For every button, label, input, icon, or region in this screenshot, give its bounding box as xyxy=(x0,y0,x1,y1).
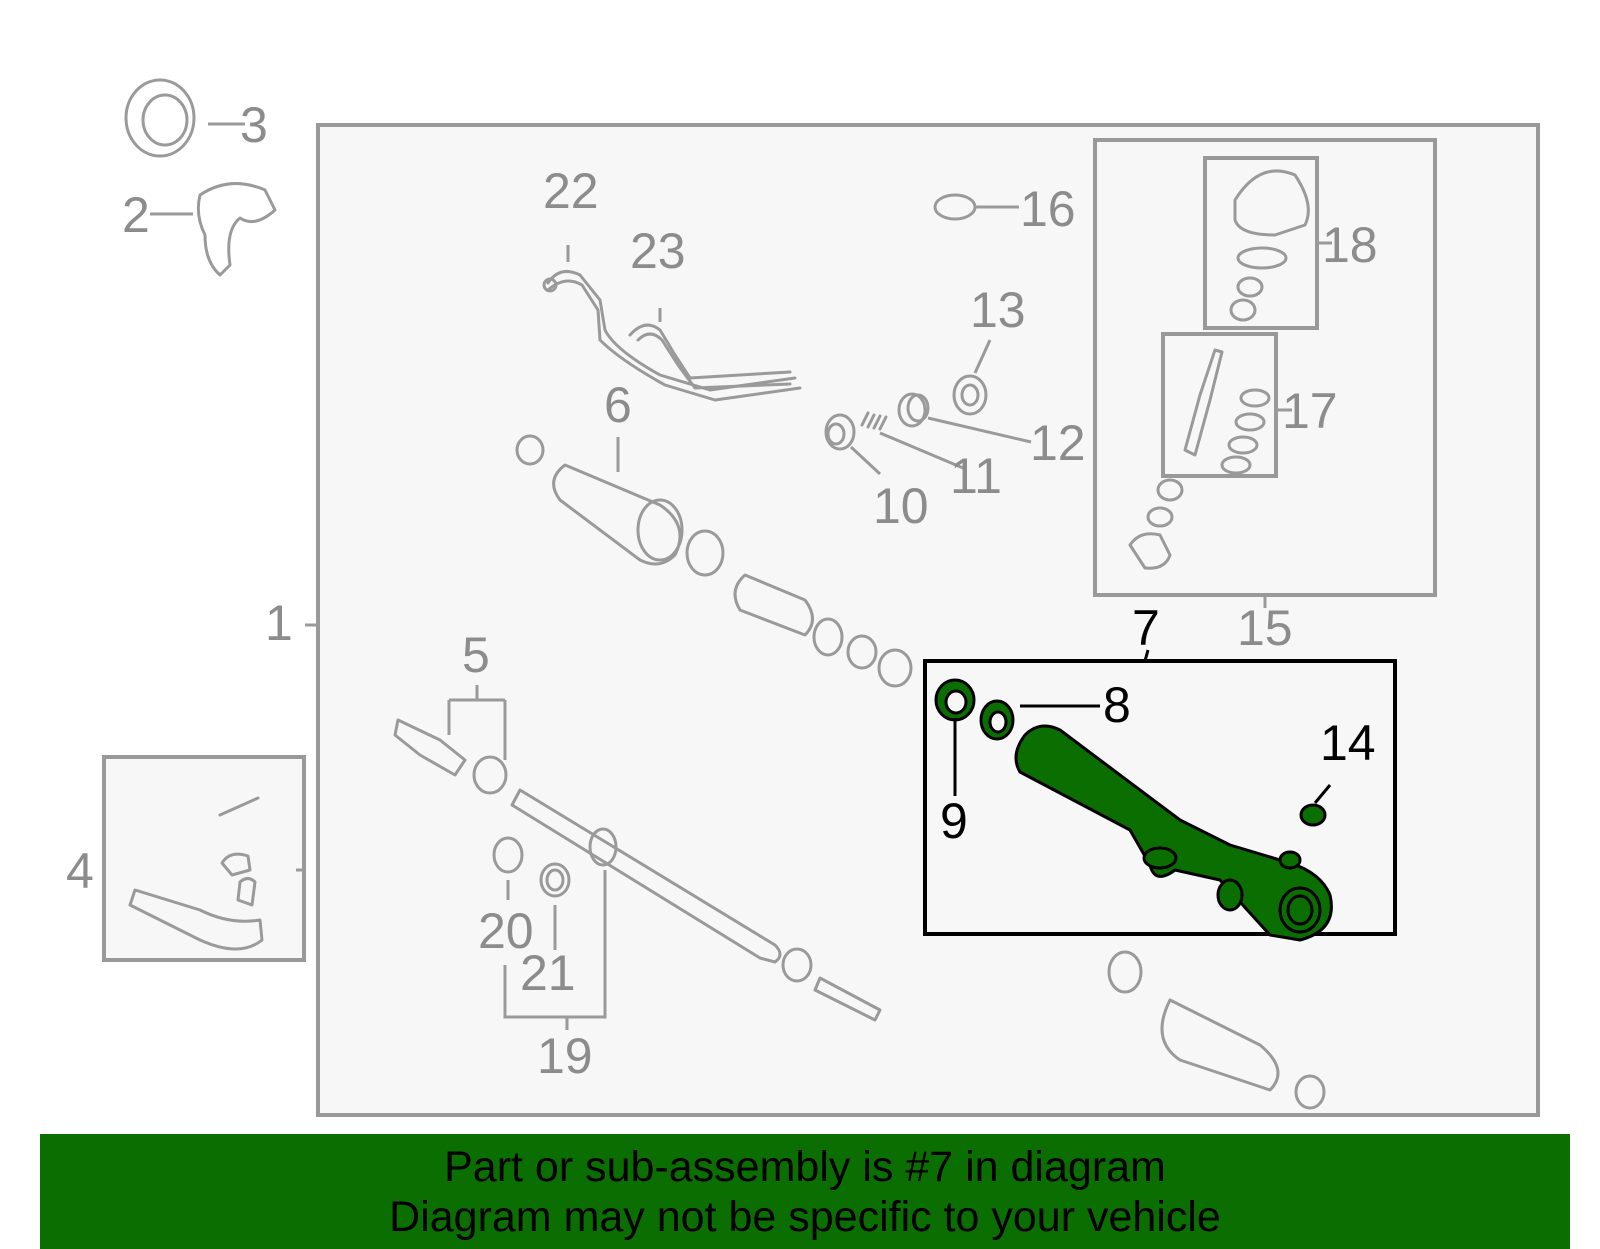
callout-1: 1 xyxy=(265,595,293,651)
part-17-valve-parts xyxy=(1128,348,1271,570)
callout-8: 8 xyxy=(1103,677,1131,733)
part-boot-right xyxy=(1107,950,1326,1110)
callout-18: 18 xyxy=(1322,217,1378,273)
callout-3: 3 xyxy=(240,97,268,153)
part-8-seal-ring xyxy=(979,699,1015,741)
callout-21: 21 xyxy=(520,945,576,1001)
part-2-bracket xyxy=(196,182,277,277)
part-14-cap xyxy=(1299,803,1327,827)
part-23-return-tube xyxy=(628,323,792,390)
box-part-15 xyxy=(1093,138,1437,597)
callout-22: 22 xyxy=(543,163,599,219)
leader-lines xyxy=(150,122,1332,1030)
callout-12: 12 xyxy=(1030,415,1086,471)
box-part-4 xyxy=(102,755,306,962)
callout-16: 16 xyxy=(1020,181,1076,237)
part-22-pressure-tube xyxy=(542,269,802,402)
part-10-nut xyxy=(824,413,856,451)
callout-23: 23 xyxy=(630,223,686,279)
callout-6: 6 xyxy=(604,377,632,433)
callout-11: 11 xyxy=(950,448,1002,504)
leader-lines-highlight xyxy=(953,649,1332,804)
box-part-17 xyxy=(1161,332,1278,478)
callout-15: 15 xyxy=(1237,600,1293,656)
callout-19: 19 xyxy=(537,1028,593,1084)
part-13-seal xyxy=(952,374,988,416)
part-18-housing-parts xyxy=(1229,169,1310,322)
callout-14: 14 xyxy=(1320,715,1376,771)
part-19-rack xyxy=(393,718,882,1022)
part-12-guide xyxy=(897,392,930,428)
callout-5: 5 xyxy=(462,627,490,683)
callout-10: 10 xyxy=(873,478,929,534)
part-21-bushing xyxy=(539,862,571,898)
callout-20: 20 xyxy=(478,903,534,959)
info-banner: Part or sub-assembly is #7 in diagram Di… xyxy=(40,1134,1570,1249)
banner-line-1: Part or sub-assembly is #7 in diagram xyxy=(444,1143,1166,1191)
part-20-oring xyxy=(492,836,524,874)
part-7-rack-housing xyxy=(1014,724,1333,942)
banner-line-2: Diagram may not be specific to your vehi… xyxy=(389,1193,1221,1241)
part-9-seal-ring xyxy=(934,678,976,722)
callout-17: 17 xyxy=(1282,383,1338,439)
part-3-mount-cushion xyxy=(124,78,196,158)
part-11-spring xyxy=(860,411,888,431)
callout-2: 2 xyxy=(122,187,150,243)
callout-9: 9 xyxy=(940,793,968,849)
part-6-boot xyxy=(515,434,913,688)
callout-13: 13 xyxy=(970,282,1026,338)
part-4-tie-rod-end xyxy=(128,796,264,951)
callout-7: 7 xyxy=(1132,600,1160,656)
callout-4: 4 xyxy=(66,843,94,899)
